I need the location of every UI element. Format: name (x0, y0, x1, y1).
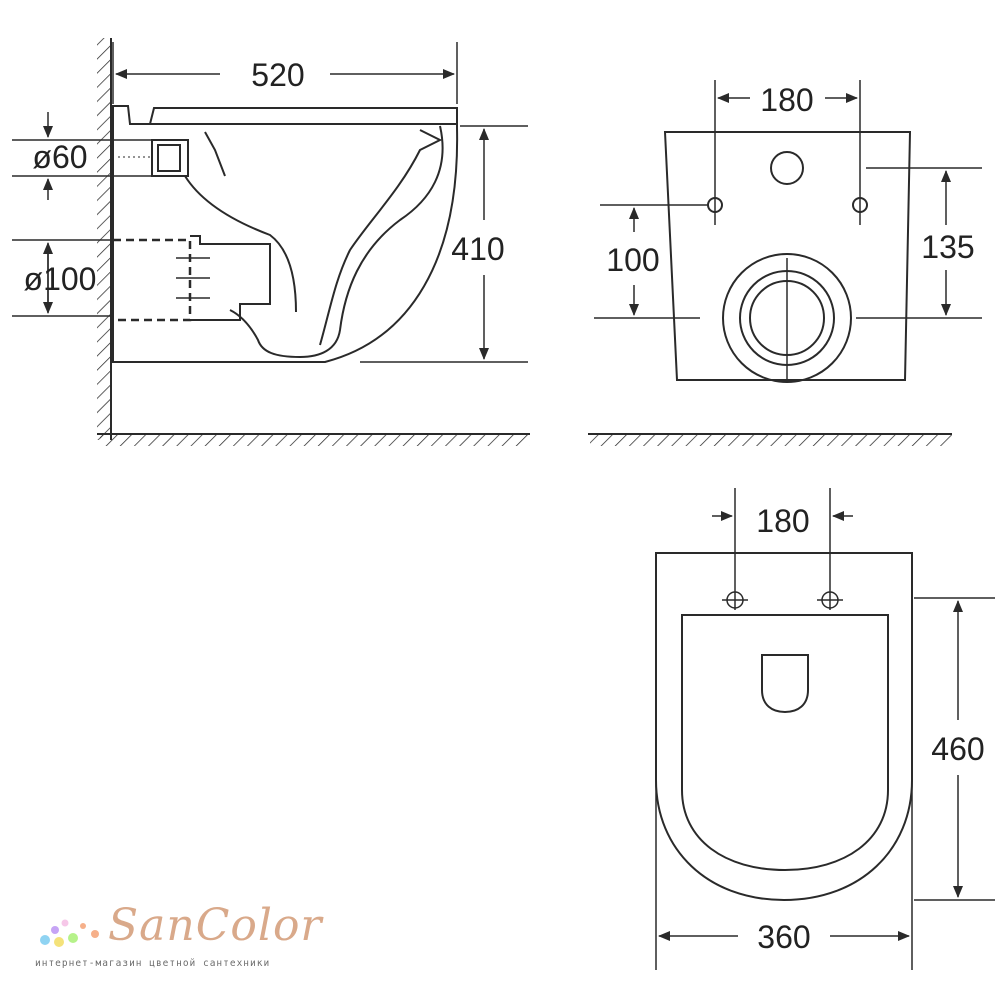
side-inlet-block (151, 139, 189, 177)
dim-rear-inlet-height: 135 (921, 229, 974, 265)
floor-hatching (100, 434, 530, 446)
side-bowl-trap (319, 129, 443, 346)
dim-inlet-diameter: ø60 (32, 139, 87, 175)
rear-inlet-hole (770, 151, 804, 185)
wall-hatching (97, 38, 111, 440)
dim-side-width: 520 (251, 57, 304, 93)
brand-tagline: интернет-магазин цветной сантехники (35, 958, 271, 969)
rear-body-outline (663, 131, 912, 381)
logo-dots-icon (40, 919, 99, 947)
dim-outlet-diameter: ø100 (24, 261, 97, 297)
dim-top-length: 460 (931, 731, 984, 767)
floor-hatching (590, 434, 952, 446)
side-rim-flush (204, 131, 226, 177)
dim-top-bolt-spacing: 180 (756, 503, 809, 539)
top-bowl-opening (681, 614, 889, 872)
rear-view: 180 100 135 (588, 80, 982, 446)
side-trapway (184, 175, 297, 313)
side-body-outline (112, 105, 459, 363)
dim-side-height: 410 (451, 231, 504, 267)
rear-outlet-outer (722, 253, 852, 383)
top-body-outline (655, 552, 913, 902)
side-view: 520 410 ø60 ø100 (12, 38, 530, 446)
dim-rear-bolt-spacing: 180 (760, 82, 813, 118)
dim-top-width: 360 (757, 919, 810, 955)
top-water-surface (761, 654, 809, 714)
side-outlet-dashed (113, 238, 192, 322)
dim-rear-bolt-height: 100 (606, 242, 659, 278)
brand-logo: SanColor (108, 900, 323, 951)
side-bowl-inner (229, 125, 444, 359)
top-view: 180 460 360 (655, 488, 995, 970)
side-outlet-connector (190, 235, 271, 321)
side-inlet-inner (157, 144, 181, 172)
